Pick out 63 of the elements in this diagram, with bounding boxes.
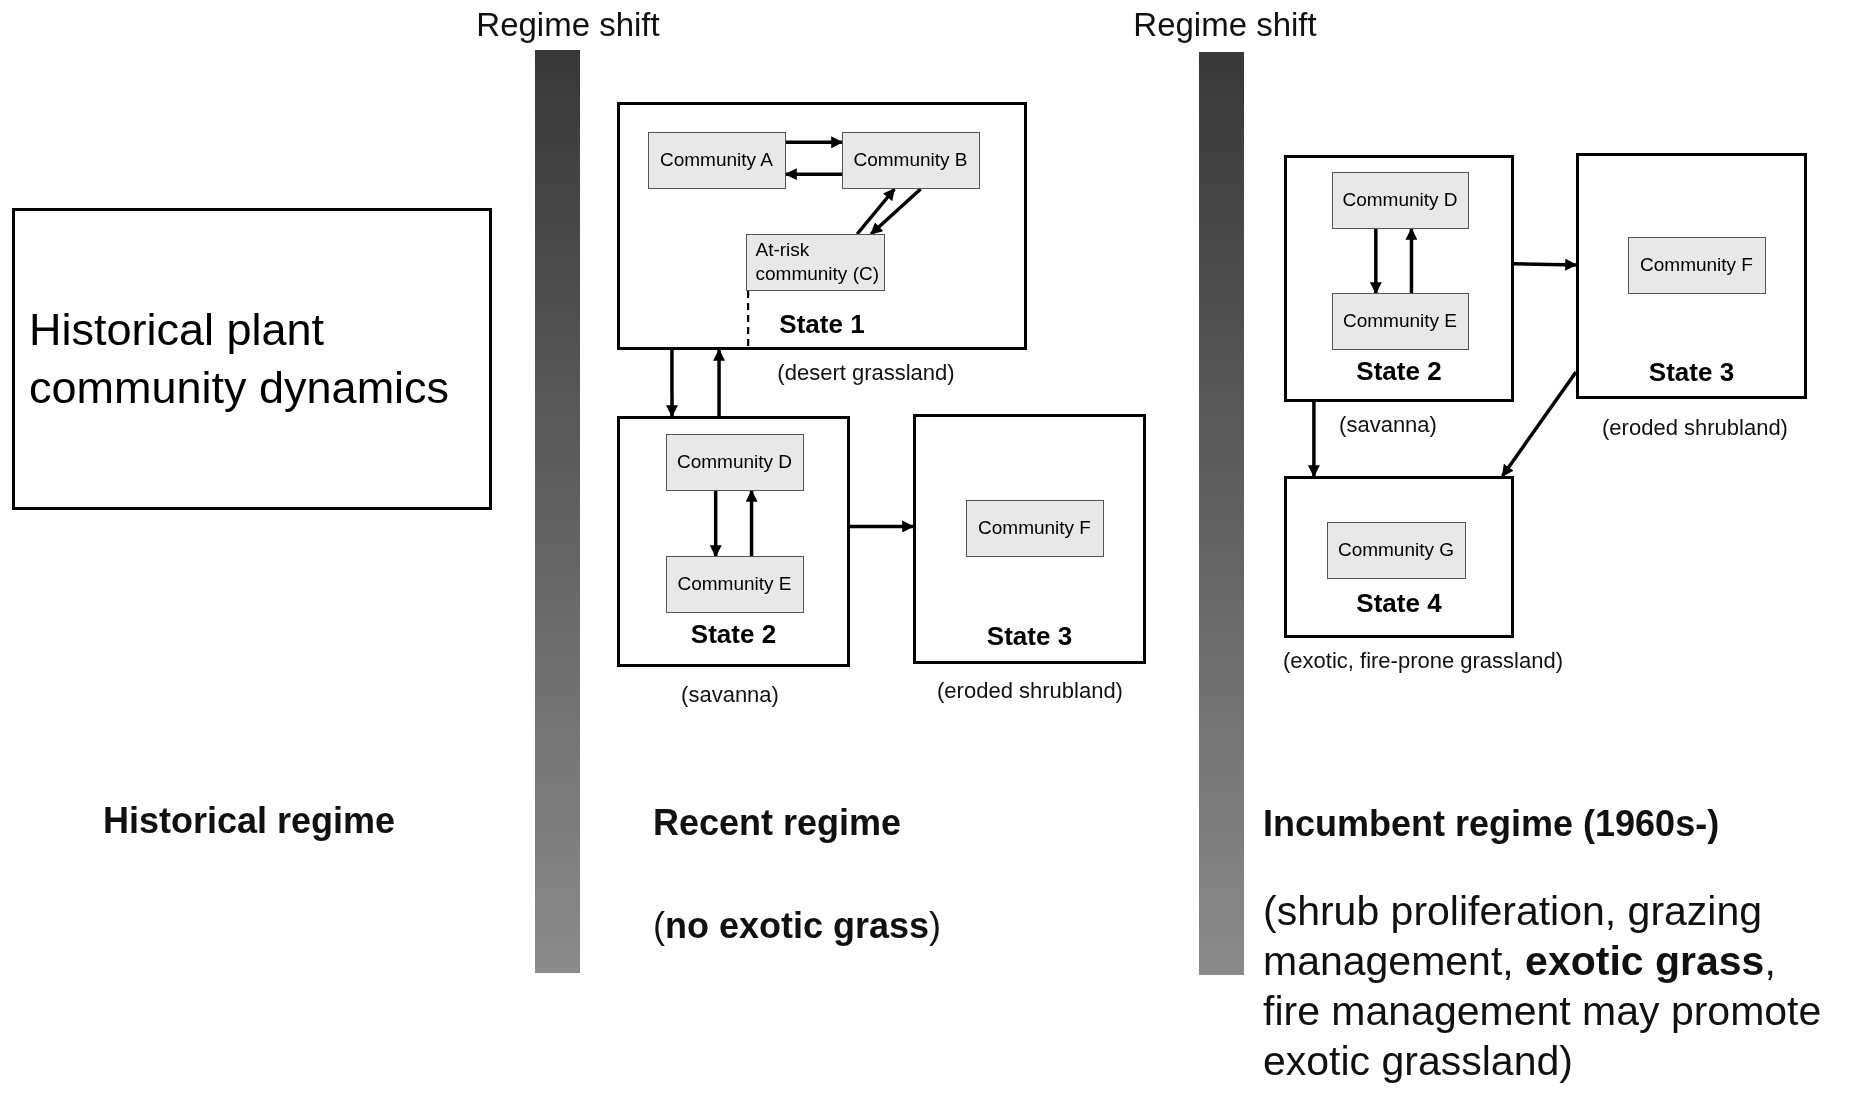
community-box bbox=[1331, 292, 1469, 350]
arrow bbox=[784, 168, 842, 181]
state-caption: (eroded shrubland) bbox=[937, 678, 1123, 704]
community-box bbox=[1331, 171, 1469, 229]
community-label: Community D bbox=[676, 451, 793, 473]
arrow bbox=[666, 350, 678, 418]
community-label: Community E bbox=[1343, 310, 1457, 332]
state-label: State 4 bbox=[1355, 588, 1443, 618]
community-box bbox=[665, 555, 804, 613]
community-box bbox=[1627, 236, 1766, 294]
regime-label: Regime shift bbox=[476, 6, 660, 44]
state-caption: (eroded shrubland) bbox=[1602, 415, 1788, 441]
regime-shift-bar bbox=[1199, 52, 1244, 975]
community-label: Community G bbox=[1337, 539, 1455, 561]
community-label: At-risk community (C) bbox=[755, 238, 880, 286]
state-box bbox=[617, 416, 850, 667]
arrow bbox=[745, 489, 758, 556]
text-box bbox=[12, 208, 492, 510]
community-label: Community B bbox=[853, 149, 968, 171]
state-caption: (savanna) bbox=[681, 682, 779, 708]
community-box bbox=[745, 233, 885, 291]
community-box bbox=[647, 131, 786, 189]
arrow bbox=[869, 187, 922, 236]
community-box bbox=[841, 131, 980, 189]
state-label: State 3 bbox=[985, 621, 1074, 651]
arrow bbox=[713, 348, 726, 416]
community-box bbox=[665, 433, 804, 491]
state-caption: (exotic, fire-prone grassland) bbox=[1283, 648, 1563, 674]
note-paragraph: (shrub proliferation, grazing management, exotic grass, fire management may promote exotic grassland) bbox=[1263, 887, 1823, 1086]
state-caption: (desert grassland) bbox=[777, 360, 955, 386]
regime-shift-bar bbox=[535, 50, 580, 973]
regime-label: Incumbent regime (1960s-) bbox=[1263, 803, 1720, 845]
state-box bbox=[1284, 155, 1514, 402]
arrow bbox=[1307, 402, 1320, 478]
community-label: Community F bbox=[1640, 254, 1753, 276]
arrow bbox=[786, 136, 844, 149]
community-label: Community F bbox=[978, 517, 1091, 539]
state-label: State 2 bbox=[1355, 356, 1443, 386]
box-text: Historical plant community dynamics bbox=[29, 303, 451, 415]
arrow bbox=[855, 187, 896, 236]
state-caption: (savanna) bbox=[1339, 412, 1437, 438]
regime-label: Regime shift bbox=[1133, 6, 1317, 44]
community-label: Community D bbox=[1342, 189, 1458, 211]
arrow bbox=[1513, 258, 1578, 271]
regime-label: (no exotic grass) bbox=[653, 905, 942, 947]
state-label: State 1 bbox=[778, 309, 866, 339]
state-box bbox=[1576, 153, 1807, 399]
community-label: Community E bbox=[677, 573, 792, 595]
community-box bbox=[965, 499, 1104, 557]
arrow bbox=[850, 520, 915, 533]
state-label: State 3 bbox=[1647, 357, 1736, 387]
state-box bbox=[913, 414, 1146, 664]
community-label: Community A bbox=[660, 149, 773, 171]
arrow bbox=[1501, 370, 1578, 477]
arrow bbox=[1405, 227, 1418, 293]
regime-label: Historical regime bbox=[102, 800, 396, 842]
community-box bbox=[1326, 521, 1466, 579]
state-label: State 2 bbox=[689, 619, 778, 649]
arrow bbox=[1369, 229, 1382, 295]
state-box bbox=[1284, 476, 1514, 638]
regime-label: Recent regime bbox=[653, 802, 902, 844]
state-box bbox=[617, 102, 1027, 350]
arrow bbox=[709, 491, 722, 558]
